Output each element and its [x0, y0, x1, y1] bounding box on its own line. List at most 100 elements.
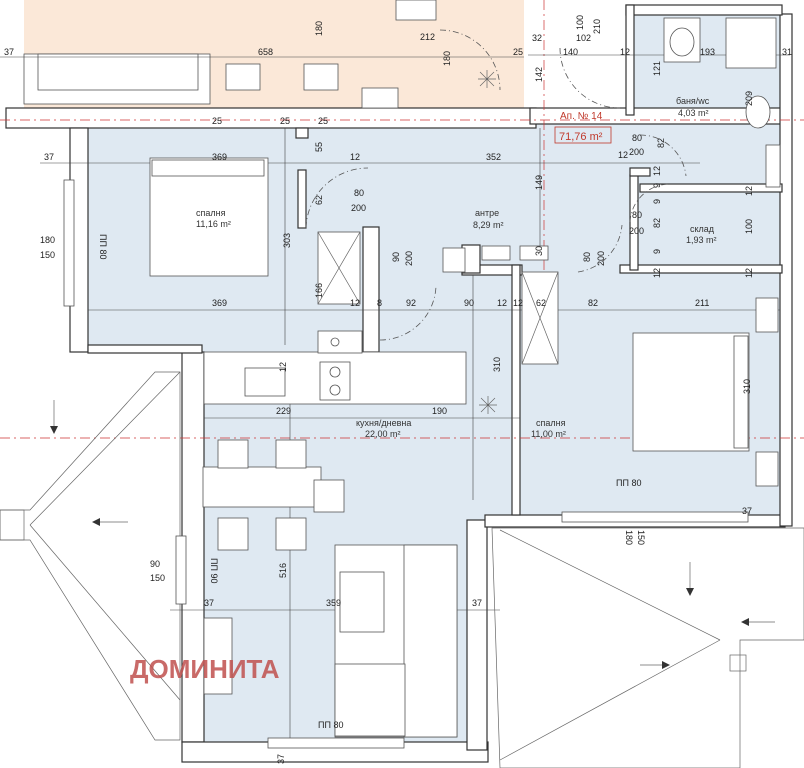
dim-82-v-b: 82	[652, 218, 662, 228]
dim-82-mid: 82	[588, 298, 598, 308]
dim-62-mid: 62	[536, 298, 546, 308]
window-bedroom2	[561, 511, 749, 523]
dim-12-storage-b: 12	[744, 186, 754, 196]
dim-32: 32	[532, 33, 542, 43]
arrow-right-terrace-head	[662, 661, 670, 669]
dim-149-v: 149	[534, 175, 544, 190]
light-fixture-kitchen	[479, 396, 497, 414]
dining-chair-5	[313, 479, 345, 513]
door-width-bedroom2: 80	[582, 252, 592, 262]
dining-chair-4	[275, 517, 307, 551]
dim-359: 359	[326, 598, 341, 608]
dim-211: 211	[695, 298, 709, 308]
dim-12-storage-d: 12	[744, 268, 754, 278]
terrace-corner-box	[729, 654, 747, 672]
hall-shoe-box-2	[519, 245, 549, 261]
neighbor-armchair	[225, 63, 261, 91]
dim-25-top: 25	[513, 47, 523, 57]
terrace-right-diag2	[499, 639, 721, 761]
dim-180-v2: 180	[442, 51, 452, 66]
dim-37-top-left: 37	[4, 47, 14, 57]
window-width-living-left: 90	[150, 559, 160, 569]
window-width-bedroom1: 180	[40, 235, 55, 245]
dim-369-top: 369	[212, 152, 227, 162]
door-swing-storage	[629, 183, 671, 223]
door-height-storage: 200	[629, 226, 644, 236]
apartment-area-box	[554, 126, 612, 144]
dim-9-a: 9	[652, 183, 662, 188]
dim-9-b: 9	[652, 199, 662, 204]
bath-sink-bowl	[669, 27, 695, 57]
dim-102: 102	[576, 33, 591, 43]
room-name-storage: склад	[690, 224, 715, 234]
window-height-bedroom2: 150	[636, 530, 646, 545]
dim-142-v: 142	[534, 67, 544, 82]
window-label-living-left: ПП 90	[209, 558, 219, 583]
light-fixture-hall	[478, 70, 496, 88]
door-height-bedroom1: 200	[351, 203, 366, 213]
terrace-left-corner	[0, 509, 25, 541]
dim-90: 90	[464, 298, 474, 308]
apartment-label: Ап. № 14	[560, 111, 603, 122]
dim-100-v: 100	[575, 15, 585, 30]
dim-210-v: 210	[592, 19, 602, 34]
bath-shower	[725, 17, 777, 69]
bath-heater	[765, 144, 781, 188]
door-swing-entry	[559, 47, 621, 109]
neighbor-sofa-seat	[37, 53, 199, 91]
kitchen-fridge-knob	[330, 337, 340, 347]
kitchen-sink	[244, 367, 286, 397]
terrace-right	[491, 527, 804, 768]
dim-209-v: 209	[744, 91, 754, 106]
room-area-bedroom1: 11,16 m²	[196, 219, 231, 229]
dim-37-left-living: 37	[204, 598, 214, 608]
arrow-left-right-terrace-head	[741, 618, 749, 626]
dim-369-mid: 369	[212, 298, 227, 308]
dim-310-v-a: 310	[492, 357, 502, 372]
dim-55-v: 55	[314, 142, 324, 152]
door-width-bedroom1: 80	[354, 188, 364, 198]
dim-12-kitchen-v: 12	[278, 362, 288, 372]
wall-right-bath-top	[625, 4, 783, 16]
door-height-kitchen: 200	[404, 251, 414, 266]
wall-storage-top	[639, 183, 783, 193]
bedroom2-nightstand-2	[755, 451, 779, 487]
dim-303-v: 303	[282, 233, 292, 248]
kitchen-hob-ring	[329, 366, 341, 378]
dim-12-storage-a: 12	[652, 166, 662, 176]
dim-31: 31	[782, 47, 792, 57]
wall-bedroom2-left	[511, 264, 521, 516]
room-area-storage: 1,93 m²	[686, 235, 717, 245]
wall-bath-bottom	[629, 167, 651, 177]
door-width-bath: 80	[632, 133, 642, 143]
room-area-bath: 4,03 m²	[678, 108, 709, 118]
bedroom2-nightstand	[755, 297, 779, 333]
neighbor-counter	[395, 0, 437, 21]
window-living-left	[175, 535, 187, 605]
dim-212: 212	[420, 32, 435, 42]
bath-toilet	[745, 95, 771, 129]
bedroom1-pillow	[151, 159, 265, 177]
wall-left-lower-step	[87, 344, 203, 354]
dim-25-wall-b: 25	[280, 116, 290, 126]
terrace-right-diag	[499, 529, 721, 641]
dim-82-v-a: 82	[656, 138, 666, 148]
room-name-hall: антре	[475, 208, 499, 218]
dim-12-hall-b: 12	[618, 150, 628, 160]
window-label-living-bottom: ПП 80	[318, 720, 343, 730]
dining-table	[202, 466, 322, 508]
dim-140: 140	[563, 47, 578, 57]
door-swing-kitchen	[379, 285, 437, 341]
dim-12-storage-c: 12	[652, 268, 662, 278]
dim-37-bottom: 37	[276, 754, 286, 764]
wall-right-living	[466, 519, 488, 751]
dim-516-v: 516	[278, 563, 288, 578]
bedroom2-pillow	[733, 335, 749, 449]
dim-12-mid-a: 12	[350, 298, 360, 308]
window-height-bedroom1: 150	[40, 250, 55, 260]
door-height-bedroom2: 200	[596, 251, 606, 266]
dining-chair-3	[217, 517, 249, 551]
dim-100-v-storage: 100	[744, 219, 754, 234]
dim-12-bedroom2: 12	[513, 298, 523, 308]
room-area-kitchen: 22,00 m²	[365, 429, 401, 439]
